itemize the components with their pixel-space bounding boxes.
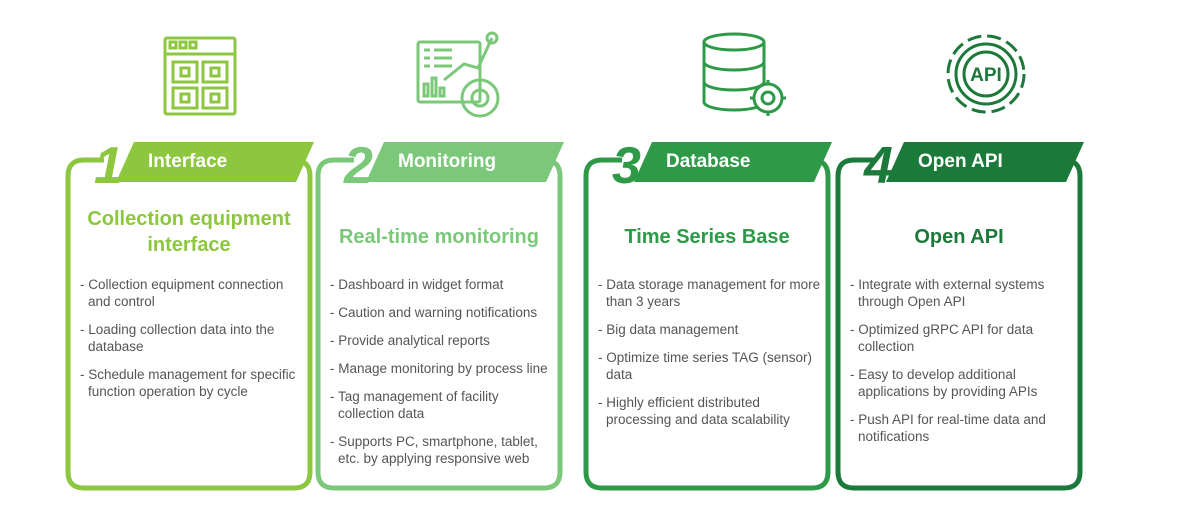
list-item: - Big data management (598, 322, 739, 337)
list-item: - Integrate with external systems throug… (850, 277, 1045, 309)
card-title: Time Series Base (624, 226, 790, 248)
tab-database: Database (666, 151, 751, 172)
api-gear-icon: API (946, 34, 1026, 114)
tab-interface: Interface (148, 151, 228, 172)
card-monitoring: 2 Monitoring Real-time monitoring - Dash… (314, 137, 564, 492)
svg-text:API: API (970, 65, 1002, 86)
list-item: - Dashboard in widget format (330, 277, 504, 292)
card-title: Collection equipment interface (87, 208, 291, 256)
list-item: - Manage monitoring by process line (330, 361, 548, 376)
feature-list: - Data storage management for more than … (598, 276, 822, 439)
list-item: - Optimized gRPC API for data collection (850, 322, 1034, 354)
window-grid-icon (163, 36, 237, 116)
list-item: - Loading collection data into the datab… (80, 322, 275, 354)
card-frame (315, 142, 564, 491)
step-number: 4 (864, 137, 893, 195)
step-number: 2 (344, 137, 373, 195)
database-gear-icon (702, 32, 786, 116)
card-open-api: 4 Open API Open API - Integrate with ext… (834, 137, 1084, 492)
card-title: Open API (914, 226, 1004, 248)
list-item: - Easy to develop additional application… (850, 367, 1038, 399)
list-item: - Data storage management for more than … (598, 277, 821, 309)
card-database: 3 Database Time Series Base - Data stora… (582, 137, 832, 492)
card-frame (583, 142, 832, 491)
list-item: - Tag management of facility collection … (330, 389, 499, 421)
card-frame (835, 142, 1084, 491)
feature-list: - Integrate with external systems throug… (850, 276, 1074, 456)
list-item: - Supports PC, smartphone, tablet, etc. … (330, 434, 538, 466)
list-item: - Caution and warning notifications (330, 305, 538, 320)
tab-open-api: Open API (918, 151, 1003, 172)
list-item: - Schedule management for specific funct… (80, 367, 296, 399)
list-item: - Highly efficient distributed processin… (598, 395, 790, 427)
list-item: - Optimize time series TAG (sensor) data (598, 350, 813, 382)
list-item: - Push API for real-time data and notifi… (850, 412, 1046, 444)
list-item: - Provide analytical reports (330, 333, 490, 348)
step-number: 3 (612, 137, 641, 195)
step-number: 1 (94, 137, 123, 195)
tab-monitoring: Monitoring (398, 151, 497, 172)
feature-list: - Collection equipment connection and co… (80, 276, 304, 411)
dashboard-chart-icon (416, 31, 500, 118)
card-title: Real-time monitoring (338, 226, 539, 248)
feature-list: - Dashboard in widget format - Caution a… (330, 276, 554, 478)
list-item: - Collection equipment connection and co… (80, 277, 284, 309)
card-frame (65, 142, 314, 491)
card-interface: 1 Interface Collection equipment interfa… (64, 137, 314, 492)
